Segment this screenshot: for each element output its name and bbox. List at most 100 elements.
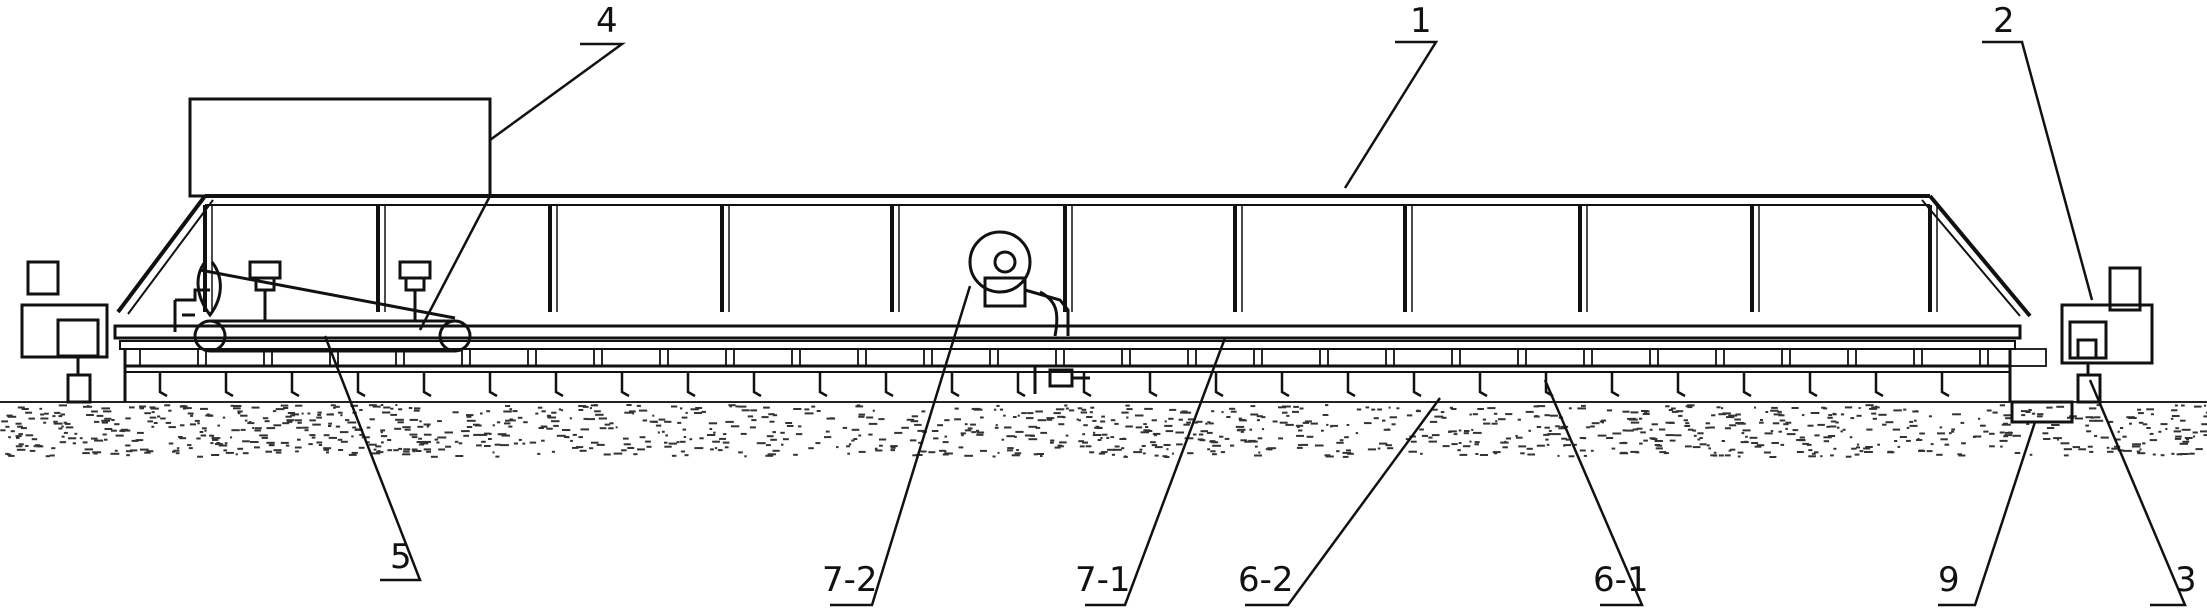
- soil-speck: [495, 456, 499, 458]
- soil-speck: [1832, 413, 1836, 415]
- soil-speck: [1004, 427, 1012, 429]
- soil-speck: [200, 431, 204, 433]
- soil-speck: [1833, 448, 1836, 450]
- soil-speck: [1093, 434, 1102, 436]
- soil-speck: [1993, 412, 1998, 414]
- soil-speck: [2004, 435, 2007, 437]
- soil-speck: [195, 420, 200, 422]
- soil-speck: [1535, 415, 1539, 417]
- soil-speck: [25, 412, 32, 414]
- soil-speck: [859, 451, 866, 453]
- soil-speck: [1898, 446, 1901, 448]
- soil-speck: [1357, 409, 1361, 411]
- soil-tooth: [1216, 372, 1223, 396]
- soil-speck: [2181, 405, 2185, 407]
- soil-speck: [1226, 416, 1230, 418]
- soil-speck: [1697, 432, 1703, 434]
- soil-speck: [51, 447, 55, 449]
- soil-speck: [1098, 439, 1102, 441]
- soil-speck: [398, 408, 402, 410]
- soil-speck: [168, 410, 171, 412]
- soil-speck: [912, 415, 918, 417]
- tool-block: [734, 349, 792, 366]
- soil-speck: [542, 410, 546, 412]
- soil-speck: [1050, 440, 1054, 442]
- soil-speck: [1797, 451, 1804, 453]
- soil-speck: [329, 437, 337, 439]
- soil-speck: [748, 415, 753, 417]
- soil-speck: [2186, 438, 2189, 440]
- soil-speck: [855, 405, 863, 407]
- soil-speck: [274, 449, 282, 451]
- soil-speck: [169, 426, 176, 428]
- tool-block: [1460, 349, 1518, 366]
- soil-speck: [394, 428, 401, 430]
- soil-speck: [212, 437, 221, 439]
- soil-speck: [1229, 408, 1235, 410]
- soil-speck: [223, 449, 227, 451]
- soil-speck: [1449, 430, 1457, 432]
- soil-speck: [968, 427, 973, 429]
- soil-speck: [955, 408, 959, 410]
- soil-speck: [591, 442, 599, 444]
- soil-speck: [2137, 451, 2141, 453]
- soil-speck: [1311, 423, 1318, 425]
- soil-speck: [351, 435, 353, 437]
- soil-speck: [86, 414, 94, 416]
- soil-speck: [910, 439, 917, 441]
- soil-speck: [467, 416, 472, 418]
- soil-speck: [1714, 452, 1717, 454]
- soil-speck: [338, 412, 343, 414]
- soil-tooth: [1150, 372, 1157, 396]
- soil-speck: [486, 410, 490, 412]
- soil-speck: [266, 442, 274, 444]
- soil-speck: [604, 454, 611, 456]
- soil-speck: [21, 427, 27, 429]
- soil-speck: [1015, 431, 1023, 433]
- soil-speck: [1325, 404, 1328, 406]
- soil-speck: [1639, 418, 1642, 420]
- soil-speck: [111, 419, 114, 421]
- soil-speck: [1808, 455, 1816, 457]
- soil-speck: [1255, 446, 1258, 448]
- soil-speck: [2051, 424, 2060, 426]
- tool-block: [1658, 349, 1716, 366]
- soil-speck: [1155, 446, 1163, 448]
- soil-speck: [1209, 422, 1214, 424]
- soil-speck: [1115, 446, 1120, 448]
- soil-speck: [101, 407, 110, 409]
- soil-speck: [381, 404, 384, 406]
- soil-speck: [1459, 442, 1462, 444]
- soil-speck: [273, 410, 276, 412]
- soil-speck: [1591, 450, 1594, 452]
- soil-speck: [1193, 434, 1197, 436]
- soil-speck: [725, 421, 733, 423]
- soil-speck: [1537, 426, 1541, 428]
- soil-speck: [16, 435, 22, 437]
- soil-speck: [2182, 429, 2191, 431]
- soil-speck: [998, 452, 1000, 454]
- soil-speck: [1863, 448, 1870, 450]
- soil-speck: [393, 449, 398, 451]
- soil-speck: [242, 440, 250, 442]
- soil-speck: [1903, 409, 1906, 411]
- soil-speck: [1738, 456, 1741, 458]
- soil-speck: [1584, 455, 1587, 457]
- soil-speck: [44, 413, 49, 415]
- soil-speck: [19, 443, 24, 445]
- soil-speck: [1736, 414, 1741, 416]
- soil-speck: [1152, 419, 1157, 421]
- soil-speck: [624, 443, 631, 445]
- soil-speck: [1655, 444, 1660, 446]
- leader-4: [490, 44, 622, 140]
- soil-speck: [1937, 432, 1945, 434]
- soil-tooth: [1744, 372, 1751, 396]
- soil-speck: [1492, 423, 1498, 425]
- soil-speck: [247, 422, 254, 424]
- soil-speck: [1685, 445, 1692, 447]
- soil-speck: [594, 410, 601, 412]
- soil-speck: [1773, 422, 1780, 424]
- soil-speck: [723, 433, 727, 435]
- soil-speck: [139, 406, 146, 408]
- soil-speck: [912, 454, 916, 456]
